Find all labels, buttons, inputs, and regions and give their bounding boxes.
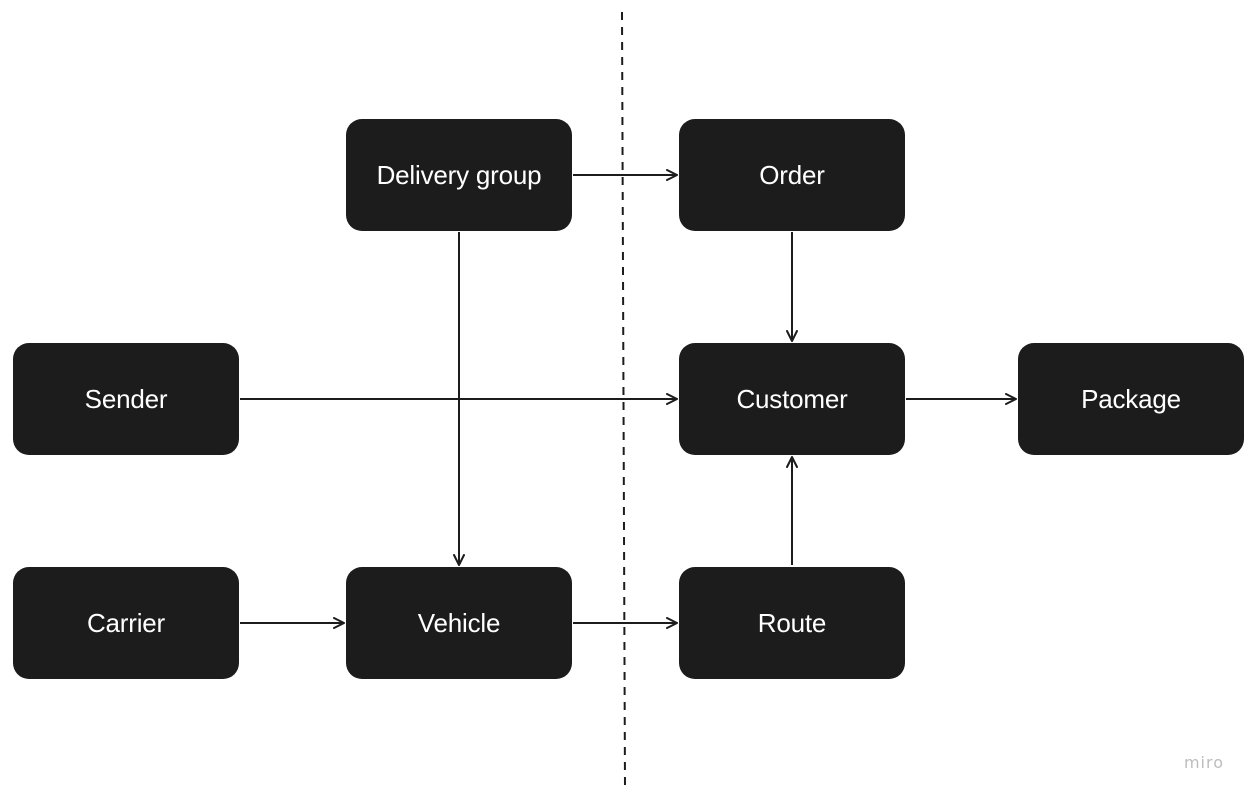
node-vehicle[interactable]: Vehicle [346, 567, 572, 679]
node-label: Carrier [86, 607, 166, 638]
node-label: Order [759, 159, 825, 190]
node-label: Package [1081, 383, 1181, 414]
node-label: Vehicle [417, 607, 501, 638]
node-label: Sender [84, 383, 168, 414]
node-customer[interactable]: Customer [679, 343, 905, 455]
node-package[interactable]: Package [1018, 343, 1244, 455]
node-label: Route [757, 607, 827, 638]
node-carrier[interactable]: Carrier [13, 567, 239, 679]
node-delivery-group[interactable]: Delivery group [346, 119, 572, 231]
node-order[interactable]: Order [679, 119, 905, 231]
divider-dashed-line [621, 11, 626, 791]
miro-watermark-logo: miro [1183, 753, 1224, 772]
node-label: Customer [736, 383, 848, 414]
node-label: Delivery group [376, 159, 542, 190]
node-route[interactable]: Route [679, 567, 905, 679]
node-sender[interactable]: Sender [13, 343, 239, 455]
